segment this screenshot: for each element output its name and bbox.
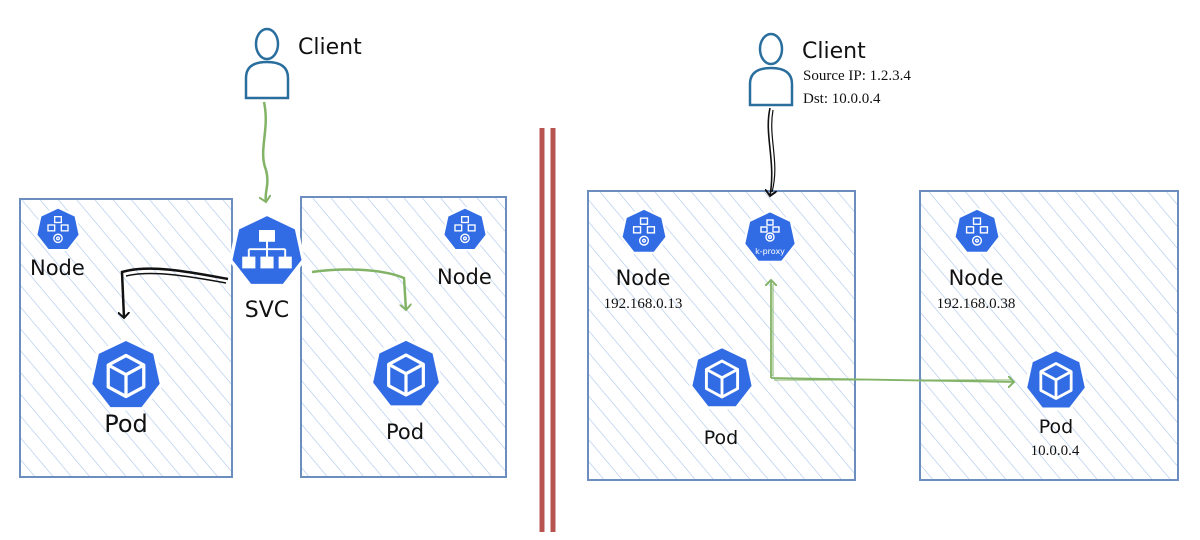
right-node-right-label: Node bbox=[949, 266, 1004, 290]
divider bbox=[539, 128, 556, 532]
right-client-icon bbox=[748, 32, 794, 107]
right-node-right-icon bbox=[953, 207, 1001, 254]
svc-to-left-pod-arrow-sketch bbox=[125, 272, 227, 284]
right-pod-right-ip: 10.0.0.4 bbox=[1031, 443, 1080, 459]
right-pod-left-label: Pod bbox=[704, 427, 738, 449]
right-pod-left-icon bbox=[689, 345, 755, 410]
svc-icon bbox=[228, 212, 306, 288]
left-pod-left-label: Pod bbox=[104, 410, 148, 438]
left-node-right-label: Node bbox=[437, 265, 492, 289]
right-client-dst: Dst: 10.0.0.4 bbox=[803, 91, 881, 107]
left-node-left-icon bbox=[35, 206, 81, 252]
left-client-icon bbox=[244, 27, 290, 100]
left-pod-left-icon bbox=[88, 337, 164, 411]
right-node-left-icon bbox=[620, 207, 668, 254]
right-client-source-ip: Source IP: 1.2.3.4 bbox=[803, 68, 911, 84]
left-node-right-icon bbox=[442, 206, 488, 252]
right-node-left-label: Node bbox=[616, 266, 671, 290]
right-client-label: Client bbox=[802, 39, 866, 64]
left-client-to-svc-arrow bbox=[263, 101, 267, 202]
client-to-kproxy-arrow-sketch bbox=[771, 109, 776, 193]
right-pod-right-label: Pod bbox=[1039, 416, 1073, 438]
svc-label: SVC bbox=[245, 298, 289, 323]
left-client-label: Client bbox=[298, 35, 362, 60]
kproxy-label: k-proxy bbox=[755, 247, 785, 256]
left-node-left-label: Node bbox=[30, 256, 85, 280]
left-pod-right-label: Pod bbox=[386, 420, 424, 444]
right-pod-right-icon bbox=[1024, 348, 1088, 411]
svc-to-right-pod-arrow bbox=[311, 268, 406, 310]
right-node-right-ip: 192.168.0.38 bbox=[937, 296, 1016, 312]
kproxy-to-right-pod-arrow-sketch bbox=[772, 284, 1012, 381]
svc-to-left-pod-arrow bbox=[122, 267, 229, 318]
left-pod-right-icon bbox=[369, 337, 443, 409]
client-to-kproxy-arrow bbox=[768, 107, 771, 196]
right-node-left-ip: 192.168.0.13 bbox=[604, 296, 683, 312]
